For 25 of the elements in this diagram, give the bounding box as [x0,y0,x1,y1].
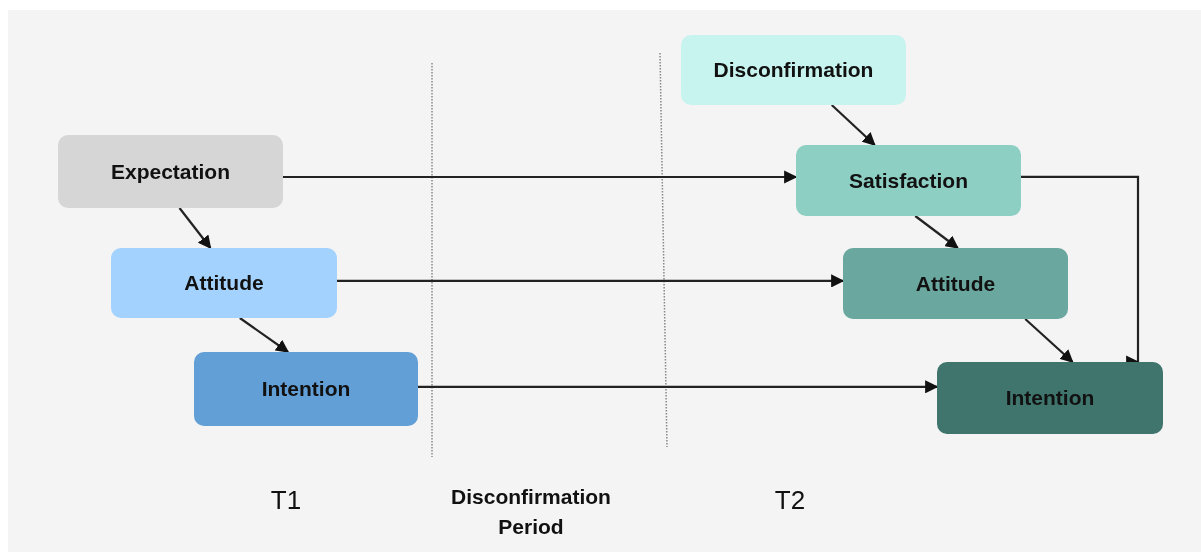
box-label: Disconfirmation [713,58,874,82]
process-box [796,145,1021,216]
process-box [843,248,1068,319]
arrow [239,317,290,353]
box-label: Intention [261,377,351,401]
process-box [681,35,906,105]
process-box [194,352,418,426]
process-box [937,362,1163,434]
period-label: T2 [773,484,807,517]
box-label: Expectation [111,159,230,184]
box-label: Attitude [184,271,264,295]
arrow [1024,318,1074,363]
arrow [337,274,845,288]
process-box [111,248,337,318]
arrow [914,215,959,249]
period-label: Disconfirmation Period [450,484,612,540]
arrow [178,207,212,250]
box-label: Intention [1005,386,1095,410]
box-label: Attitude [915,271,996,296]
arrow [831,104,876,146]
box-label: Satisfaction [849,168,968,193]
period-label: T1 [269,484,303,517]
process-box [58,135,283,208]
arrow [418,380,939,394]
arrow [283,170,798,184]
